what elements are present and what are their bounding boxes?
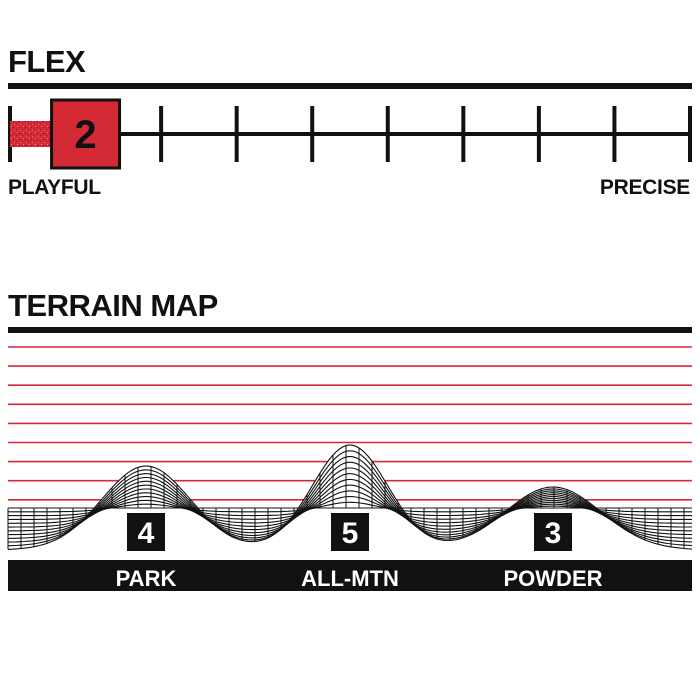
terrain-value-marker: 3 <box>534 513 572 551</box>
terrain-contour <box>7 473 692 532</box>
terrain-value-label: 5 <box>342 517 359 550</box>
flex-scale: 2 <box>8 98 692 170</box>
flex-marker: 2 <box>50 98 122 170</box>
terrain-value-marker: 4 <box>127 513 165 551</box>
terrain-surface <box>8 445 692 558</box>
terrain-contour <box>7 450 693 547</box>
terrain-chart: 4 5 3 PARK ALL-MTN POWDER <box>7 346 693 591</box>
terrain-base-bar <box>8 560 692 591</box>
terrain-contour <box>7 490 692 521</box>
terrain-title: TERRAIN MAP <box>8 288 218 323</box>
flex-value: 2 <box>74 113 96 157</box>
flex-fill-bar <box>10 121 52 147</box>
terrain-value-label: 4 <box>138 517 155 550</box>
terrain-category-label: PARK <box>116 566 177 591</box>
terrain-contour <box>8 501 692 513</box>
terrain-contour <box>7 456 693 543</box>
flex-min-label: PLAYFUL <box>8 176 101 199</box>
terrain-contour <box>8 496 692 517</box>
terrain-contour <box>7 461 693 539</box>
terrain-category-label: POWDER <box>504 566 603 591</box>
terrain-contour <box>7 444 693 550</box>
terrain-divider <box>8 327 692 333</box>
terrain-contour <box>8 478 692 528</box>
terrain-contour <box>8 467 693 536</box>
terrain-category-label: ALL-MTN <box>301 566 399 591</box>
terrain-value-marker: 5 <box>331 513 369 551</box>
flex-max-label: PRECISE <box>599 176 690 199</box>
flex-divider <box>8 83 692 89</box>
terrain-contour <box>8 484 693 524</box>
flex-title: FLEX <box>8 44 86 79</box>
terrain-value-label: 3 <box>545 517 562 550</box>
